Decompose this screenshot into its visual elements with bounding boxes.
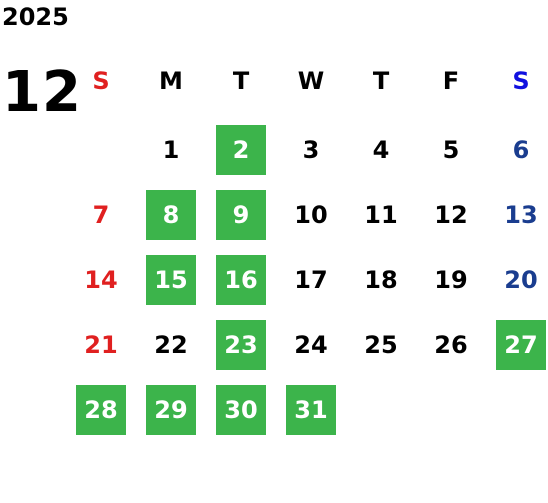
day-cell-28: 28 bbox=[76, 385, 126, 435]
day-cell-24: 24 bbox=[294, 331, 328, 359]
day-cell-27: 27 bbox=[496, 320, 546, 370]
day-cell-4: 4 bbox=[372, 136, 390, 164]
day-cell-10: 10 bbox=[294, 201, 328, 229]
weekday-header: M bbox=[159, 67, 183, 95]
year-label: 2025 bbox=[2, 3, 69, 31]
weekday-header: T bbox=[232, 67, 250, 95]
day-cell-22: 22 bbox=[154, 331, 188, 359]
day-cell-6: 6 bbox=[512, 136, 530, 164]
weekday-header: F bbox=[442, 67, 460, 95]
day-cell-1: 1 bbox=[162, 136, 180, 164]
day-cell-5: 5 bbox=[442, 136, 460, 164]
day-cell-8: 8 bbox=[146, 190, 196, 240]
day-cell-7: 7 bbox=[92, 201, 110, 229]
day-cell-13: 13 bbox=[504, 201, 538, 229]
day-cell-30: 30 bbox=[216, 385, 266, 435]
weekday-header: S bbox=[92, 67, 110, 95]
day-cell-15: 15 bbox=[146, 255, 196, 305]
day-cell-23: 23 bbox=[216, 320, 266, 370]
day-cell-19: 19 bbox=[434, 266, 468, 294]
day-cell-12: 12 bbox=[434, 201, 468, 229]
day-cell-3: 3 bbox=[302, 136, 320, 164]
day-cell-31: 31 bbox=[286, 385, 336, 435]
day-cell-2: 2 bbox=[216, 125, 266, 175]
weekday-header: T bbox=[372, 67, 390, 95]
day-cell-29: 29 bbox=[146, 385, 196, 435]
day-cell-25: 25 bbox=[364, 331, 398, 359]
day-cell-17: 17 bbox=[294, 266, 328, 294]
day-cell-21: 21 bbox=[84, 331, 118, 359]
day-cell-26: 26 bbox=[434, 331, 468, 359]
day-cell-11: 11 bbox=[364, 201, 398, 229]
day-cell-18: 18 bbox=[364, 266, 398, 294]
day-cell-14: 14 bbox=[84, 266, 118, 294]
weekday-header: W bbox=[297, 67, 325, 95]
month-number: 12 bbox=[2, 60, 82, 125]
weekday-header: S bbox=[512, 67, 530, 95]
day-cell-9: 9 bbox=[216, 190, 266, 240]
day-cell-16: 16 bbox=[216, 255, 266, 305]
day-cell-20: 20 bbox=[504, 266, 538, 294]
